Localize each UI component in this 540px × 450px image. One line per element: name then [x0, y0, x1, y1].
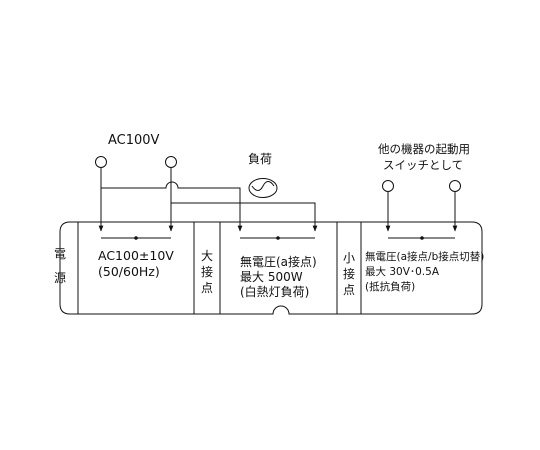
large-contact-spec-line2: 最大 500W	[240, 270, 303, 284]
terminal-dividers	[77, 222, 362, 314]
small-contact-label: 小 接 点	[342, 251, 355, 298]
small-contact-spec-line2: 最大 30V･0.5A	[365, 266, 440, 278]
large-contact-label: 大 接 点	[200, 249, 213, 296]
other-equipment-wiring	[382, 180, 461, 232]
small-contact-spec-line1: 無電圧(a接点/b接点切替)	[365, 251, 485, 263]
source-wiring	[95, 156, 318, 232]
large-contact-spec-line1: 無電圧(a接点)	[240, 255, 317, 269]
lamp-icon	[248, 178, 278, 198]
power-spec-line2: (50/60Hz)	[98, 264, 160, 279]
terminal-block	[59, 221, 483, 315]
other-equipment-label-line1: 他の機器の起動用	[378, 142, 470, 156]
power-terminal-label: 電 源	[53, 247, 66, 286]
terminal-dots	[134, 236, 424, 240]
small-contact-spec-line3: (抵抗負荷)	[365, 281, 416, 293]
other-equipment-label-line2: スイッチとして	[383, 158, 464, 172]
source-label: AC100V	[108, 133, 160, 148]
load-label: 負荷	[248, 152, 273, 166]
power-spec-line1: AC100±10V	[98, 248, 174, 263]
large-contact-spec-line3: (白熱灯負荷)	[240, 285, 310, 299]
